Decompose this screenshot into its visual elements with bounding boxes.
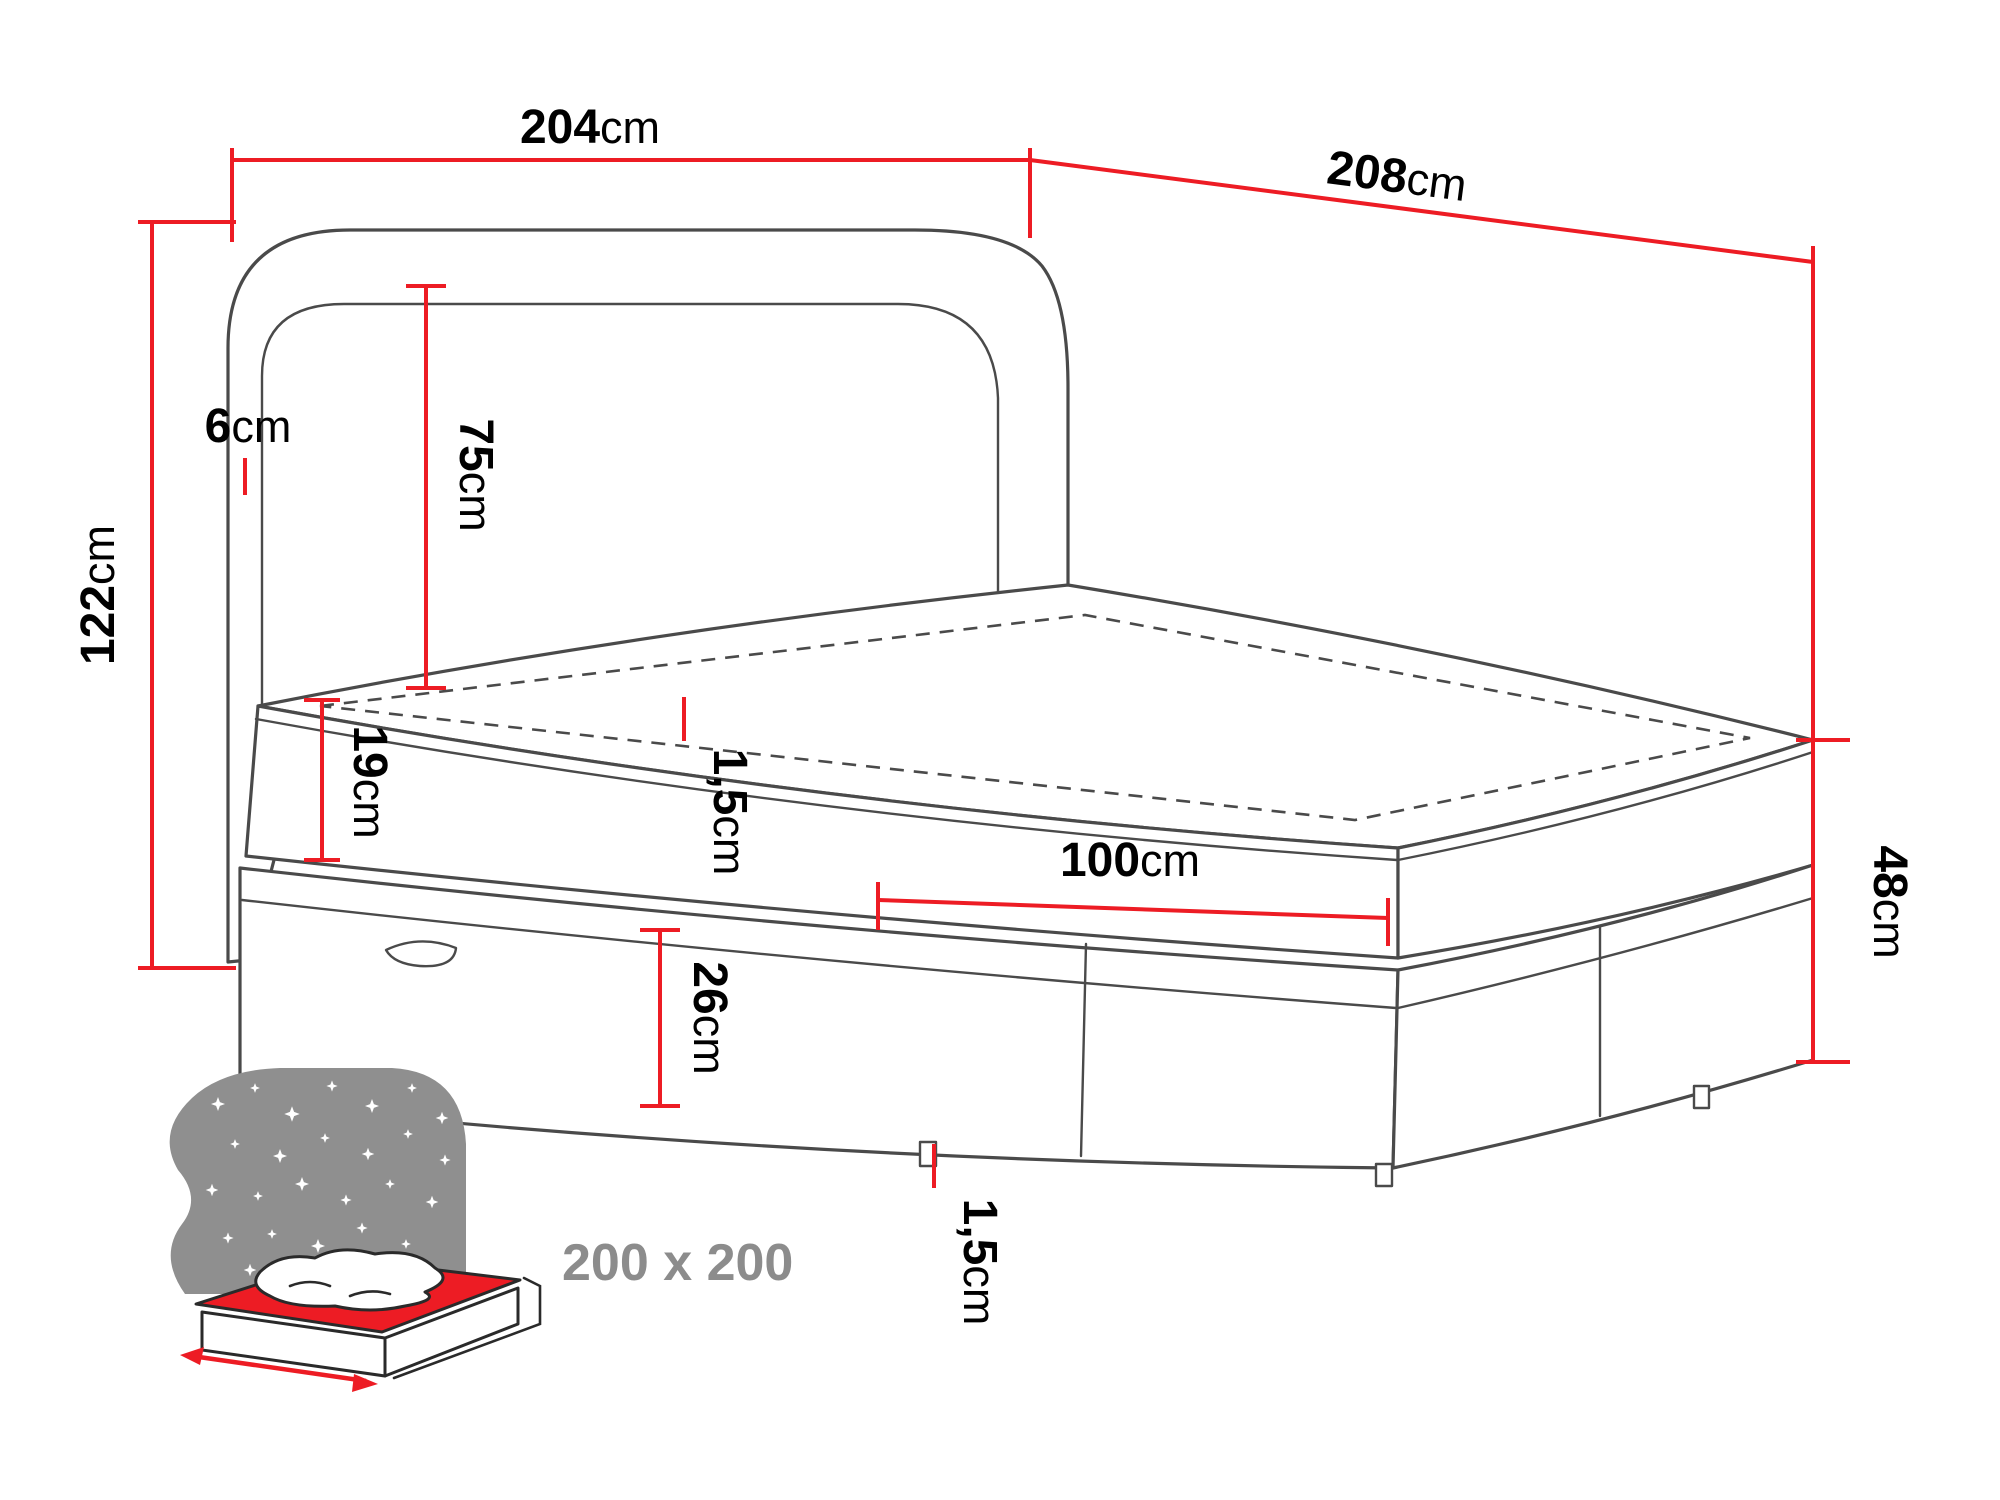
dimension-width-top: 204cm	[230, 101, 1032, 242]
dimension-label: 122cm	[72, 525, 125, 665]
mini-bed-base-side	[383, 1286, 520, 1378]
dimension-foot-end-height: 48cm	[1796, 738, 1916, 1064]
mattress-foot-piping	[1396, 750, 1815, 862]
dimension-label: 48cm	[1863, 845, 1916, 958]
dimension-line	[1029, 158, 1814, 264]
night-blanket-shape	[169, 1068, 467, 1294]
dimension-label: 1,5cm	[703, 749, 756, 876]
headboard-stitch-line	[260, 302, 1000, 706]
dimension-label: 26cm	[683, 961, 736, 1074]
size-badge-label: 200 x 200	[562, 1234, 793, 1292]
width-arrowhead-left	[180, 1347, 204, 1365]
dimension-length-top: 208cm	[1029, 141, 1815, 740]
mini-bed-duvet-fold	[288, 1280, 332, 1288]
box-lid-seam-foot	[1396, 896, 1815, 1010]
dimension-headboard-height: 75cm	[406, 284, 502, 690]
dimension-label: 75cm	[449, 418, 502, 531]
dimension-leg-height: 1,5cm	[932, 1144, 1006, 1326]
dimension-headboard-frame: 6cm	[205, 400, 292, 495]
dimension-label: 204cm	[520, 101, 660, 154]
dimension-base-height: 26cm	[640, 928, 736, 1108]
dimension-label: 100cm	[1060, 834, 1200, 887]
bed-drawing	[226, 228, 1815, 1188]
depth-line-icon	[392, 1276, 542, 1380]
dimension-total-height: 122cm	[72, 220, 236, 970]
dimension-label: 19cm	[343, 725, 396, 838]
dimension-line	[877, 898, 1389, 920]
dimension-topper-seam: 1,5cm	[682, 697, 756, 876]
bed-foot	[1374, 1162, 1394, 1188]
width-arrowhead-right	[352, 1374, 378, 1392]
box-split-seam-front	[1079, 942, 1088, 1158]
headboard	[226, 228, 1070, 964]
bed-foot	[1692, 1084, 1711, 1110]
mini-bed-duvet-fold	[348, 1290, 392, 1298]
mattress-front-piping	[254, 717, 1399, 862]
mini-bed-duvet	[254, 1248, 445, 1312]
dimension-mattress-height: 19cm	[304, 698, 396, 862]
dimension-label: 1,5cm	[953, 1199, 1006, 1326]
dimension-storage-length: 100cm	[876, 834, 1390, 946]
dimension-label: 208cm	[1324, 141, 1470, 212]
storage-handle	[384, 940, 458, 968]
mattress-tufting-dashed-line	[319, 613, 1751, 822]
width-arrow-icon	[191, 1353, 367, 1384]
bed-size-icon	[169, 1068, 542, 1392]
dimension-label: 6cm	[205, 400, 292, 453]
box-lid-seam-front	[240, 898, 1398, 1010]
